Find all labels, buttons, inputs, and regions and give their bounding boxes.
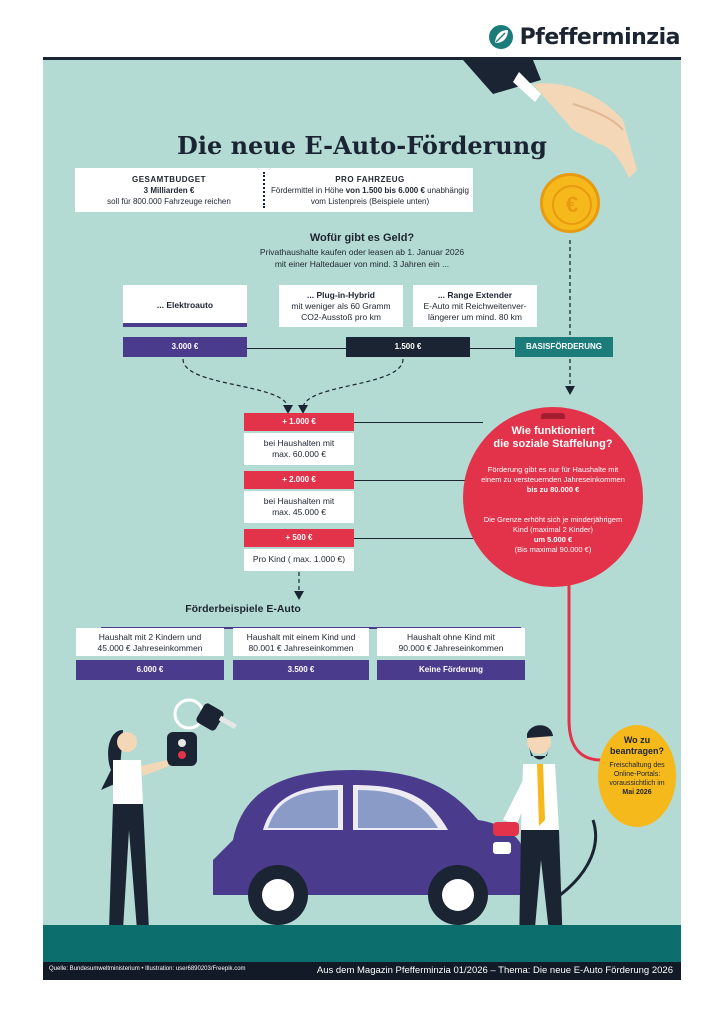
vehicle-card-hybrid: ... Plug-in-Hybrid mit weniger als 60 Gr… [279,285,403,327]
vehicle-card-electric: ... Elektroauto [123,285,247,327]
label-base-funding: BASISFÖRDERUNG [515,337,613,357]
vehicle-card-range-extender: ... Range Extender E-Auto mit Reichweite… [413,285,537,327]
hand-with-coin-illustration [463,60,637,178]
footer: Quelle: Bundesumweltministerium • Illust… [43,962,681,980]
budget-card: GESAMTBUDGET 3 Milliarden € soll für 800… [75,168,473,212]
per-vehicle-column: PRO FAHRZEUG Fördermittel in Höhe von 1.… [267,174,473,207]
step-desc-3: Pro Kind ( max. 1.000 €) [244,549,354,571]
budget-desc: soll für 800.000 Fahrzeuge reichen [107,197,231,206]
per-vehicle-line1: Fördermittel in Höhe von 1.500 bis 6.000… [271,186,469,195]
examples-title: Förderbeispiele E-Auto [185,603,301,615]
brand-name: Pfefferminzia [519,24,681,50]
brand-logo: Pfefferminzia [488,24,681,50]
per-vehicle-heading: PRO FAHRZEUG [335,175,405,184]
step-connector-1 [353,422,483,423]
budget-amount: 3 Milliarden € [143,186,195,195]
step-amount-2: + 2.000 € [244,471,354,489]
example-result-1: 6.000 € [76,660,224,680]
euro-icon: € [552,185,592,225]
divider [263,172,265,208]
budget-heading: GESAMTBUDGET [132,175,206,184]
charging-cable [552,584,602,902]
amount-electric: 3.000 € [123,337,247,357]
infographic-panel: € Die neue E-Auto-Förderung GESAMTBUDGET… [43,60,681,962]
man-illustration [493,725,571,956]
woman-illustration [101,730,169,936]
step-down-arrow [294,572,304,600]
purpose-text: Privathaushalte kaufen oder leasen ab 1.… [259,247,465,269]
step-connector-2 [353,480,473,481]
leaf-icon [488,25,513,49]
step-amount-3: + 500 € [244,529,354,547]
step-amount-1: + 1.000 € [244,413,354,431]
example-result-2: 3.500 € [233,660,369,680]
page-title: Die neue E-Auto-Förderung [177,131,547,160]
electric-car-illustration [213,770,533,925]
example-result-3: Keine Förderung [377,660,525,680]
coin-drop-arrow [565,240,575,395]
purpose-question: Wofür gibt es Geld? [309,232,415,244]
footer-credit: Quelle: Bundesumweltministerium • Illust… [49,966,246,972]
step-connector-3 [353,538,473,539]
footer-magazine: Aus dem Magazin Pfefferminzia 01/2026 – … [316,965,673,976]
flow-arrows [182,358,404,414]
header-rule [43,57,681,60]
social-para-2: Die Grenze erhöht sich je minderjährigem… [483,515,623,554]
car-key-illustration [167,698,237,766]
coin: € [540,173,600,233]
amount-hybrid: 1.500 € [346,337,470,357]
circle-tab [541,413,565,419]
budget-column: GESAMTBUDGET 3 Milliarden € soll für 800… [75,174,263,207]
ground-strip [43,925,681,962]
per-vehicle-line2: vom Listenpreis (Beispiele unten) [310,197,430,206]
